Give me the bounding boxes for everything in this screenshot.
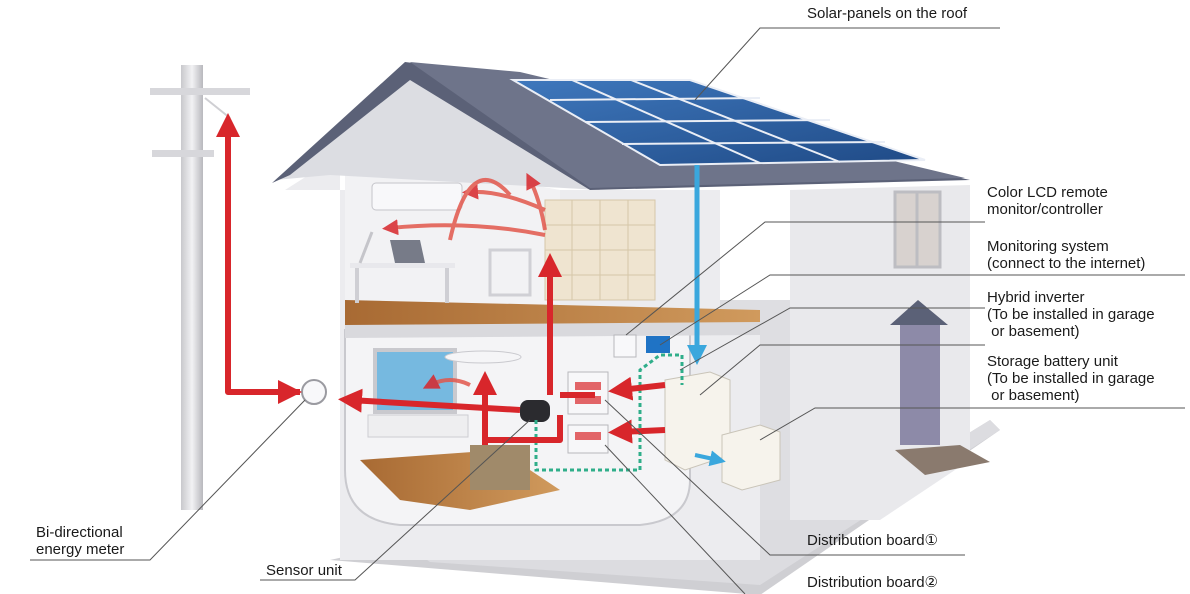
front-door bbox=[900, 325, 940, 445]
label-monitoring-system: Monitoring system (connect to the intern… bbox=[987, 238, 1146, 272]
door-canopy bbox=[890, 300, 948, 325]
air-conditioner bbox=[371, 182, 463, 211]
leader-lines bbox=[30, 27, 1185, 594]
chair bbox=[488, 248, 532, 297]
label-lcd-controller: Color LCD remote monitor/controller bbox=[987, 184, 1108, 218]
label-energy-meter: Bi-directional energy meter bbox=[36, 524, 125, 558]
label-storage-battery: Storage battery unit (To be installed in… bbox=[987, 353, 1155, 404]
data-link-line bbox=[534, 353, 684, 472]
room-airflow-arrows bbox=[382, 172, 547, 389]
label-distribution-board-1: Distribution board① bbox=[807, 532, 939, 549]
tv-stand bbox=[367, 414, 469, 438]
desk bbox=[350, 231, 455, 303]
energy-meter-device bbox=[301, 379, 327, 405]
bookshelf bbox=[544, 199, 656, 301]
battery-flow-arrow bbox=[694, 450, 726, 467]
ceiling-lamp-lower bbox=[444, 350, 522, 364]
utility-pole bbox=[150, 65, 250, 510]
solar-panel-array bbox=[509, 79, 926, 167]
storage-battery-device bbox=[721, 424, 781, 491]
distribution-board-2 bbox=[567, 424, 609, 454]
label-solar-panels: Solar-panels on the roof bbox=[807, 5, 968, 22]
label-hybrid-inverter: Hybrid inverter (To be installed in gara… bbox=[987, 289, 1155, 340]
label-sensor-unit: Sensor unit bbox=[266, 562, 342, 579]
sofa bbox=[470, 445, 530, 490]
power-flow-arrows bbox=[216, 113, 666, 445]
sensor-unit-device bbox=[520, 400, 550, 422]
monitoring-system-device bbox=[646, 336, 670, 353]
lcd-controller-device bbox=[613, 334, 637, 358]
roof-underside bbox=[275, 65, 600, 190]
entrance-steps bbox=[895, 445, 990, 475]
label-distribution-board-2: Distribution board② bbox=[807, 574, 939, 591]
